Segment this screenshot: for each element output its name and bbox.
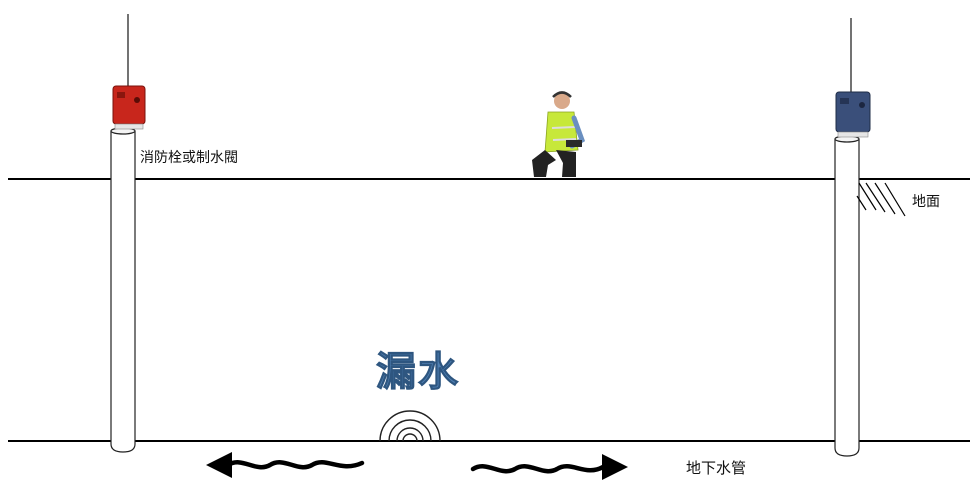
left-riser-pipe <box>110 127 136 453</box>
worker-with-detector-icon <box>532 91 586 177</box>
blue-leak-sensor-icon <box>835 18 871 138</box>
ground-hatch-icon <box>856 182 906 217</box>
leak-sound-wave-icon <box>379 410 441 442</box>
ground-label: 地面 <box>912 194 940 210</box>
wavy-arrow-right-icon <box>470 454 628 480</box>
pipe-label: 地下水管 <box>686 459 746 477</box>
wavy-arrow-left-icon <box>206 452 365 478</box>
leak-label: 漏水 <box>376 349 460 395</box>
hydrant-label: 消防栓或制水閥 <box>140 150 238 166</box>
right-riser-pipe <box>834 135 860 457</box>
red-leak-sensor-icon <box>112 14 146 130</box>
